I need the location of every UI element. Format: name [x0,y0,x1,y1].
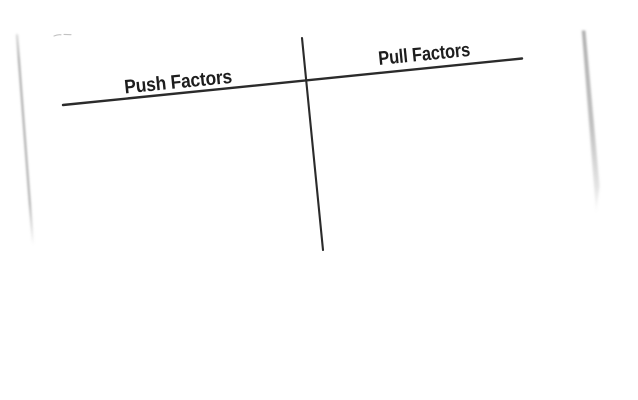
tchart-divider-line [300,36,325,252]
tchart-header-rule [61,57,524,107]
pull-factors-column [306,58,540,248]
page-left-edge [16,34,34,246]
page-right-edge-shadow [581,30,600,214]
smudge-mark [53,33,72,37]
push-factors-column [63,81,322,248]
